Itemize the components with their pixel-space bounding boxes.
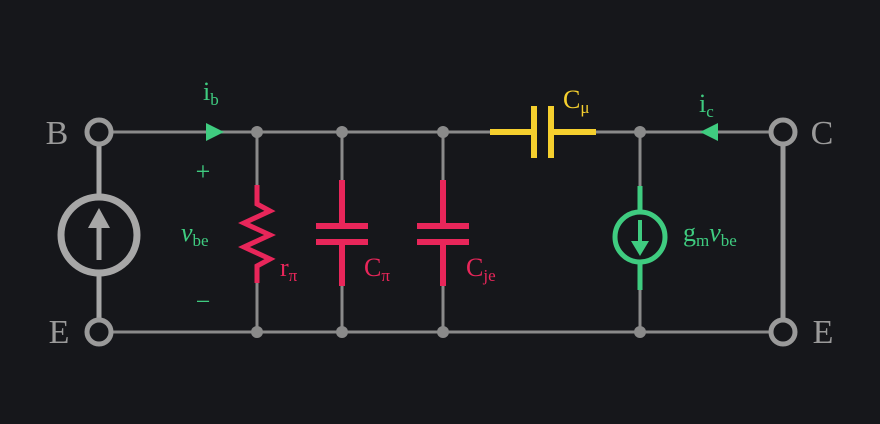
- junction-dot: [634, 126, 646, 138]
- junction-dot: [251, 126, 263, 138]
- dependent-current-source: [612, 186, 668, 290]
- terminal-emitter-right: [768, 317, 798, 347]
- label-ic: ic: [699, 89, 714, 121]
- junction-dot: [634, 326, 646, 338]
- label-ib: ib: [203, 77, 219, 109]
- label-vbe: vbe: [181, 218, 209, 250]
- terminal-collector: [768, 117, 798, 147]
- label-cpi: Cπ: [364, 253, 390, 285]
- vbe-plus-sign: +: [196, 157, 211, 186]
- capacitor-cmu: [490, 106, 596, 158]
- label-emitter-left: E: [49, 314, 70, 351]
- arrow-down-icon: [631, 241, 649, 256]
- terminals: [84, 117, 798, 347]
- label-cmu: Cμ: [563, 85, 589, 117]
- vbe-minus-sign: −: [196, 287, 211, 316]
- ib-arrow-icon: [206, 123, 224, 141]
- label-base: B: [46, 115, 69, 152]
- terminal-emitter-left: [84, 317, 114, 347]
- label-emitter-right: E: [813, 314, 834, 351]
- junction-dot: [251, 326, 263, 338]
- junctions: [251, 126, 646, 338]
- label-collector: C: [811, 115, 834, 152]
- input-current-source: [57, 193, 141, 277]
- junction-dot: [336, 126, 348, 138]
- junction-dot: [437, 326, 449, 338]
- arrow-up-icon: [88, 208, 110, 228]
- label-gm-vbe: gmvbe: [683, 218, 737, 250]
- ic-arrow-icon: [700, 123, 718, 141]
- resistor-rpi: [238, 185, 276, 283]
- junction-dot: [437, 126, 449, 138]
- terminal-base: [84, 117, 114, 147]
- label-rpi: rπ: [280, 253, 298, 285]
- label-cje: Cje: [466, 253, 496, 285]
- capacitor-cje: [417, 180, 469, 286]
- junction-dot: [336, 326, 348, 338]
- capacitor-cpi: [316, 180, 368, 286]
